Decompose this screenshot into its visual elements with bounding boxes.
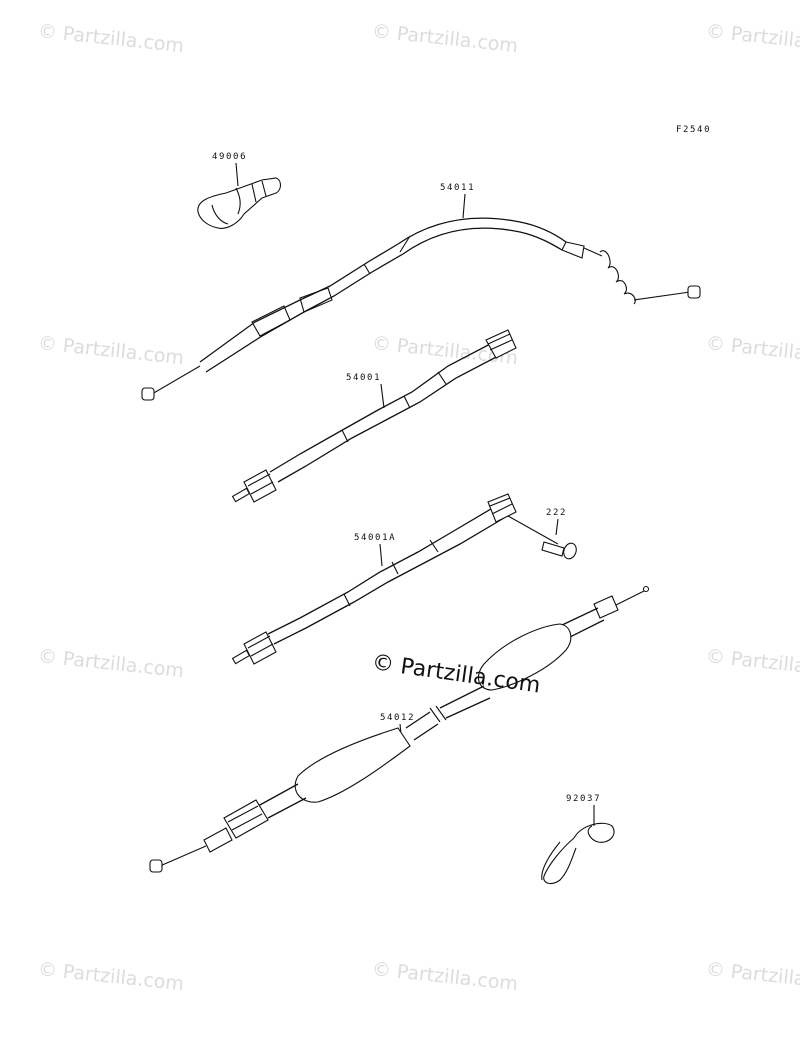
upper-fitting <box>593 595 619 619</box>
diagram-code: F2540 <box>676 125 711 135</box>
sleeve-edge <box>437 371 447 385</box>
threaded-end <box>203 827 233 853</box>
cable-end-rod <box>583 247 603 257</box>
adjuster <box>299 287 333 313</box>
wire-end-nipple <box>687 285 701 299</box>
leader-line <box>379 543 383 567</box>
nut-knurl <box>487 333 513 351</box>
leader-line <box>555 518 559 536</box>
cap-fold <box>211 204 229 225</box>
upper-grommet <box>477 623 572 691</box>
cable-bottom <box>277 353 503 483</box>
leader-line <box>235 162 239 187</box>
cap-edge <box>235 187 241 215</box>
nut-knurl <box>247 473 274 495</box>
adjuster-sleeve <box>251 305 291 337</box>
nut-thread <box>227 805 263 831</box>
cable-lower <box>257 783 307 819</box>
part-number-54012: 54012 <box>380 713 415 723</box>
cable-upper <box>559 607 605 639</box>
cable-split <box>399 235 411 253</box>
leader-line <box>462 193 466 219</box>
dust-boot <box>599 250 636 305</box>
cable-outer-top <box>397 217 567 245</box>
part-number-54011: 54011 <box>440 183 475 193</box>
cap-ring <box>261 180 267 197</box>
cable-lower-top <box>199 243 399 363</box>
part-54001A[interactable]: 54001A <box>231 493 517 665</box>
part-number-49006: 49006 <box>212 152 247 162</box>
inner-wire <box>633 291 691 301</box>
part-92037[interactable]: 92037 <box>541 794 615 885</box>
cap-body <box>197 177 282 229</box>
sleeve-edge <box>391 561 399 575</box>
nut-knurl <box>489 497 513 515</box>
wire-end-nipple <box>149 859 163 873</box>
cable-break <box>429 705 447 723</box>
part-54012[interactable]: 54012 <box>149 585 650 873</box>
clamp-wire <box>541 822 615 885</box>
upper-nut <box>485 329 517 359</box>
part-54001[interactable]: 54001 <box>231 329 517 503</box>
drive-tip <box>231 487 251 503</box>
part-number-54001A: 54001A <box>354 533 396 543</box>
sleeve-edge <box>429 539 439 553</box>
part-number-222: 222 <box>546 508 567 518</box>
drive-tip <box>231 649 251 665</box>
inner-wire-bottom <box>159 845 207 867</box>
adjuster-nut <box>223 799 269 839</box>
part-number-54001: 54001 <box>346 373 381 383</box>
cable-lower-bottom <box>205 253 404 373</box>
screw-leader <box>507 515 559 545</box>
cable-top <box>269 341 495 473</box>
lower-grommet <box>294 727 411 803</box>
cable-joint <box>363 263 371 275</box>
upper-nut <box>487 493 517 523</box>
sleeve-edge <box>341 429 349 443</box>
cable-end-fitting <box>561 241 585 259</box>
screw-head <box>563 542 577 560</box>
cable-top <box>267 505 497 635</box>
nut-knurl <box>247 635 274 657</box>
sleeve-edge <box>343 593 351 607</box>
part-54011[interactable]: 54011 <box>141 183 701 401</box>
cable-outer-bottom <box>402 227 563 255</box>
screw-shank <box>541 541 565 557</box>
cable-mid2 <box>405 711 439 741</box>
part-number-92037: 92037 <box>566 794 601 804</box>
cap-ring <box>251 183 257 203</box>
cable-bottom <box>273 517 505 645</box>
wire-end-nipple <box>141 387 155 401</box>
leader-line <box>380 383 385 409</box>
sleeve-edge <box>403 395 411 409</box>
wire-end <box>642 585 650 593</box>
inner-wire <box>151 365 201 395</box>
part-222[interactable]: 222 <box>507 508 578 561</box>
part-49006[interactable]: 49006 <box>197 152 282 229</box>
cable-mid <box>439 685 491 719</box>
